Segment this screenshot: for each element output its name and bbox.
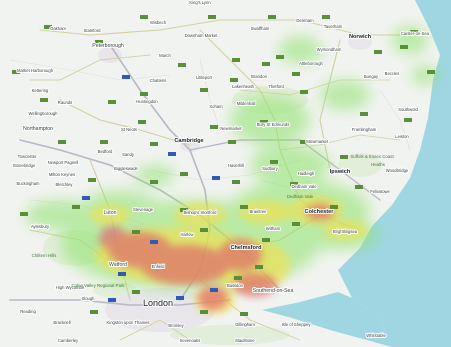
place-label-woodbridge: Woodbridge: [386, 168, 409, 173]
place-label-attleborough: Attleborough: [299, 61, 323, 66]
place-label-biggleswade: Biggleswade: [114, 166, 138, 171]
area-label-suffolk-essex-coast: Suffolk & Essex Coast: [350, 154, 394, 159]
place-label-haverhill: Haverhill: [228, 163, 244, 168]
place-label-dereham: Dereham: [296, 18, 314, 23]
place-label-soham: Soham: [209, 104, 223, 109]
place-label-hadleigh: Hadleigh: [298, 171, 315, 176]
place-label-littleport: Littleport: [196, 75, 213, 80]
place-label-sandy: Sandy: [122, 152, 135, 157]
place-label-felixstowe: Felixstowe: [370, 189, 390, 194]
place-label-basildon: Basildon: [227, 283, 244, 288]
place-label-kettering: Kettering: [32, 88, 49, 93]
place-label-swaffham: Swaffham: [251, 26, 270, 31]
place-label-camberley: Camberley: [58, 338, 79, 343]
place-label-leiston: Leiston: [395, 134, 409, 139]
place-label-southwold: Southwold: [398, 107, 418, 112]
place-label-stowmarket: Stowmarket: [306, 139, 329, 144]
place-label-newmarket: Newmarket: [220, 126, 242, 131]
place-label-raunds: Raunds: [58, 100, 72, 105]
place-label-stamford: Stamford: [84, 28, 102, 33]
place-label-kingston-upon-thames: Kingston upon Thames: [107, 320, 150, 325]
place-label-london: London: [143, 298, 173, 308]
road-shields: [12, 15, 435, 316]
place-label-reading: Reading: [20, 309, 36, 314]
place-label-southend-on-sea: Southend-on-Sea: [253, 288, 294, 294]
place-label-colchester: Colchester: [305, 209, 335, 215]
place-label-isle-of-sheppey: Isle of Sheppey: [282, 322, 312, 327]
place-label-bracknell: Bracknell: [53, 320, 70, 325]
place-label-cambridge: Cambridge: [174, 138, 203, 144]
place-label-braintree: Braintree: [250, 209, 268, 214]
place-label-chiltern-hills: Chiltern Hills: [32, 253, 57, 258]
place-label-bishop-s-stortford: Bishop's Stortford: [184, 210, 218, 215]
place-label-stonebridge: Stonebridge: [13, 163, 36, 168]
place-label-beccles: Beccles: [385, 71, 400, 76]
place-label-oakham: Oakham: [50, 26, 66, 31]
place-label-brightlingsea: Brightlingsea: [333, 229, 358, 234]
place-label-enfield: Enfield: [152, 264, 165, 269]
place-label-wellingborough: Wellingborough: [28, 111, 58, 116]
place-label-gillingham: Gillingham: [235, 322, 255, 327]
place-label-sudbury: Sudbury: [262, 166, 279, 171]
place-label-bungay: Bungay: [364, 74, 379, 79]
place-label-mildenhall: Mildenhall: [237, 101, 256, 106]
place-label-march: March: [159, 53, 171, 58]
place-label-peterborough: Peterborough: [92, 43, 124, 49]
place-label-wymondham: Wymondham: [317, 47, 342, 52]
place-label-slough: Slough: [81, 296, 95, 301]
place-label-colne-valley-regional-park: Colne Valley Regional Park: [71, 283, 125, 288]
place-label-downham-market: Downham Market: [185, 33, 219, 38]
place-label-stevenage: Stevenage: [133, 207, 154, 212]
north-sea: [338, 0, 451, 347]
place-label-st-neots: St Neots: [121, 127, 137, 132]
place-label-ipswich: Ipswich: [330, 169, 351, 175]
place-label-high-wycombe: High Wycombe: [56, 285, 85, 290]
place-label-framlingham: Framlingham: [352, 127, 377, 132]
place-label-bromley: Bromley: [168, 323, 184, 328]
place-label-northampton: Northampton: [23, 126, 53, 132]
place-label-brandon: Brandon: [251, 74, 268, 79]
place-label-bury-st-edmunds: Bury St Edmunds: [257, 122, 290, 127]
place-label-dedham-vale: Dedham Vale: [291, 184, 317, 189]
place-label-market-harborough: Market Harborough: [17, 68, 54, 73]
place-label-wisbech: Wisbech: [150, 20, 167, 25]
place-label-king-s-lynn: King's Lynn: [189, 0, 211, 5]
place-label-thetford: Thetford: [268, 84, 284, 89]
place-label-caister-on-sea: Caister-on-Sea: [401, 31, 430, 36]
place-label-maidstone: Maidstone: [235, 338, 255, 343]
place-label-watford: Watford: [109, 262, 127, 268]
place-label-witham: Witham: [266, 226, 281, 231]
place-label-chatteris: Chatteris: [150, 78, 167, 83]
place-label-chelmsford: Chelmsford: [230, 245, 262, 251]
area-label-dedham-vale: Dedham Vale: [287, 194, 314, 199]
area-label-heaths: Heaths: [371, 162, 386, 167]
place-label-huntingdon: Huntingdon: [136, 99, 158, 104]
place-label-sevenoaks: Sevenoaks: [180, 338, 201, 343]
place-label-bedford: Bedford: [98, 149, 113, 154]
place-label-taverham: Taverham: [324, 24, 343, 29]
thames-estuary: [262, 292, 392, 347]
place-label-norwich: Norwich: [349, 34, 372, 40]
place-label-milton-keynes: Milton Keynes: [49, 172, 75, 177]
heatmap-layer: [25, 26, 439, 314]
place-label-aylesbury: Aylesbury: [31, 224, 50, 229]
place-label-newport-pagnell: Newport Pagnell: [48, 160, 79, 165]
place-label-bletchley: Bletchley: [56, 182, 74, 187]
place-label-whitstable: Whitstable: [366, 333, 386, 338]
place-label-towcester: Towcester: [18, 154, 37, 159]
place-label-buckingham: Buckingham: [16, 181, 40, 186]
place-label-lakenheath: Lakenheath: [232, 84, 255, 89]
place-label-luton: Luton: [104, 210, 117, 216]
place-label-harlow: Harlow: [180, 232, 194, 237]
